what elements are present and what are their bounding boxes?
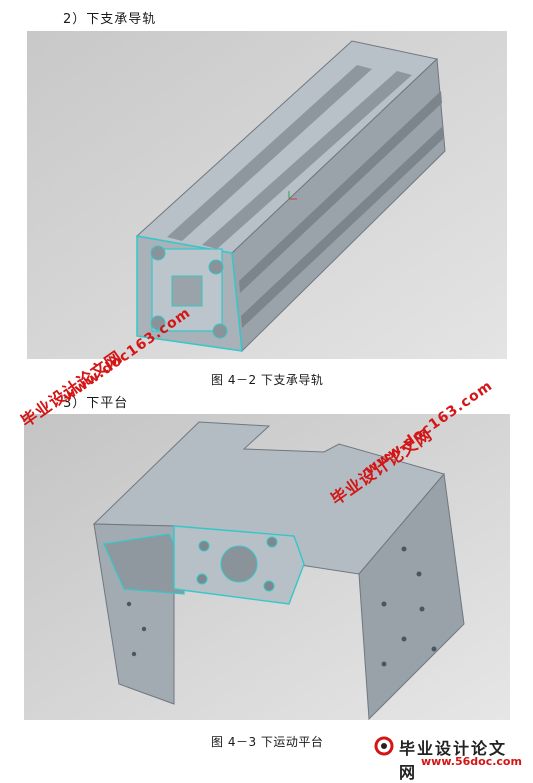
lower-platform-render [24, 414, 510, 720]
figure-caption-4-3: 图 4－3 下运动平台 [211, 735, 324, 749]
support-rail-render [27, 31, 507, 359]
footer-logo: 毕业设计论文网 www.56doc.com [373, 733, 523, 782]
figure-lower-platform [24, 414, 510, 720]
figure-support-rail [27, 31, 507, 359]
section-heading-support-rail: 2）下支承导轨 [63, 12, 157, 27]
section-heading-lower-platform: 3）下平台 [63, 396, 129, 411]
logo-url: www.56doc.com [421, 755, 522, 768]
figure-caption-4-2: 图 4－2 下支承导轨 [211, 373, 324, 387]
logo-swirl-icon [374, 736, 394, 756]
